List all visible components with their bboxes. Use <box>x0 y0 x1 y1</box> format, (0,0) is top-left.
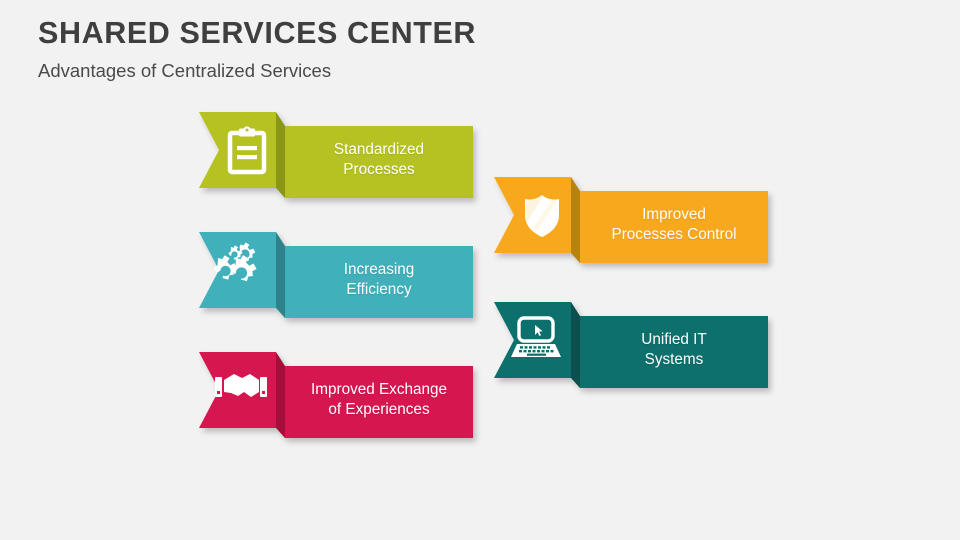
ribbon-improved-control[interactable]: Improved Processes Control <box>491 169 781 279</box>
ribbon-banner-panel <box>580 191 768 263</box>
header-block: SHARED SERVICES CENTER Advantages of Cen… <box>38 16 738 82</box>
ribbon-flag-panel <box>199 232 276 308</box>
page-subtitle: Advantages of Centralized Services <box>38 59 332 81</box>
ribbon-flag-panel <box>199 112 276 188</box>
ribbon-shape <box>199 352 473 438</box>
ribbon-shape <box>494 177 768 263</box>
ribbon-fold-panel <box>276 232 285 318</box>
ribbon-banner-panel <box>285 126 473 198</box>
ribbon-standardized-processes[interactable]: Standardized Processes <box>196 104 486 214</box>
page-title: SHARED SERVICES CENTER <box>38 16 477 50</box>
ribbon-flag-panel <box>494 302 571 378</box>
ribbon-fold-panel <box>276 112 285 198</box>
ribbon-fold-panel <box>571 177 580 263</box>
ribbon-shape <box>199 112 473 198</box>
ribbon-improved-exchange[interactable]: Improved Exchange of Experiences <box>196 344 486 454</box>
ribbon-banner-panel <box>285 246 473 318</box>
ribbon-fold-panel <box>571 302 580 388</box>
ribbon-increasing-efficiency[interactable]: Increasing Efficiency <box>196 224 486 334</box>
ribbon-banner-panel <box>580 316 768 388</box>
ribbon-shape <box>494 302 768 388</box>
ribbon-flag-panel <box>199 352 276 428</box>
ribbon-flag-panel <box>494 177 571 253</box>
ribbon-banner-panel <box>285 366 473 438</box>
ribbon-fold-panel <box>276 352 285 438</box>
ribbon-unified-it[interactable]: Unified IT Systems <box>491 294 781 404</box>
ribbon-shape <box>199 232 473 318</box>
